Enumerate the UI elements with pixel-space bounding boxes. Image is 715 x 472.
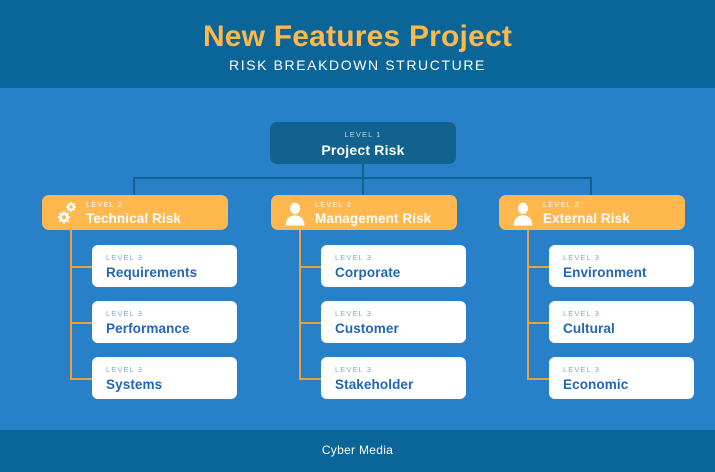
node-level1-project-risk[interactable]: LEVEL 1 Project Risk [270, 122, 456, 164]
connector-branch-drop-1 [133, 177, 135, 195]
node-title: Requirements [106, 265, 198, 280]
node-level3-customer[interactable]: LEVEL 3 Customer [321, 301, 466, 343]
page-title: New Features Project [202, 20, 513, 53]
connector-leaf-2-1 [299, 266, 321, 268]
node-title: Performance [106, 321, 190, 336]
node-level-label: LEVEL 3 [563, 253, 601, 262]
connector-leaf-3-3 [527, 378, 549, 380]
node-level3-stakeholder[interactable]: LEVEL 3 Stakeholder [321, 357, 466, 399]
node-level3-cultural[interactable]: LEVEL 3 Cultural [549, 301, 694, 343]
node-title: Economic [563, 377, 629, 392]
node-level3-environment[interactable]: LEVEL 3 Environment [549, 245, 694, 287]
node-level-label: LEVEL 3 [563, 309, 601, 318]
connector-leaf-2-3 [299, 378, 321, 380]
node-level3-corporate[interactable]: LEVEL 3 Corporate [321, 245, 466, 287]
node-level-label: LEVEL 3 [335, 253, 373, 262]
gears-icon [53, 200, 79, 226]
node-level3-systems[interactable]: LEVEL 3 Systems [92, 357, 237, 399]
node-level-label: LEVEL 3 [335, 309, 373, 318]
person-icon [510, 200, 536, 226]
node-title: Corporate [335, 265, 401, 280]
node-level-label: LEVEL 3 [106, 365, 144, 374]
connector-spine-3 [527, 230, 529, 380]
node-level3-performance[interactable]: LEVEL 3 Performance [92, 301, 237, 343]
node-title: Stakeholder [335, 377, 414, 392]
node-level-label: LEVEL 2 [543, 200, 581, 209]
node-level-label: LEVEL 3 [106, 309, 144, 318]
node-title: Systems [106, 377, 163, 392]
connector-leaf-1-3 [70, 378, 92, 380]
person-icon [282, 200, 308, 226]
node-level3-requirements[interactable]: LEVEL 3 Requirements [92, 245, 237, 287]
node-level-label: LEVEL 1 [344, 130, 382, 139]
node-title: Management Risk [315, 211, 432, 226]
node-level-label: LEVEL 3 [335, 365, 373, 374]
node-title: External Risk [543, 211, 630, 226]
node-title: Environment [563, 265, 647, 280]
connector-branch-drop-3 [590, 177, 592, 195]
header-banner: New Features Project RISK BREAKDOWN STRU… [0, 0, 715, 88]
footer-label: Cyber Media [321, 443, 394, 457]
node-level-label: LEVEL 3 [563, 365, 601, 374]
connector-leaf-3-1 [527, 266, 549, 268]
connector-branch-drop-2 [362, 177, 364, 195]
node-level-label: LEVEL 2 [86, 200, 124, 209]
node-level3-economic[interactable]: LEVEL 3 Economic [549, 357, 694, 399]
node-level-label: LEVEL 2 [315, 200, 353, 209]
node-title: Project Risk [321, 142, 405, 158]
node-title: Technical Risk [86, 211, 181, 226]
connector-leaf-2-2 [299, 322, 321, 324]
connector-leaf-1-2 [70, 322, 92, 324]
connector-leaf-3-2 [527, 322, 549, 324]
connector-spine-2 [299, 230, 301, 380]
footer-bar: Cyber Media [0, 430, 715, 472]
connector-leaf-1-1 [70, 266, 92, 268]
connector-root-stem [362, 164, 364, 178]
node-title: Cultural [563, 321, 615, 336]
node-level2-management-risk[interactable]: LEVEL 2 Management Risk [271, 195, 457, 230]
node-level-label: LEVEL 3 [106, 253, 144, 262]
node-level2-technical-risk[interactable]: LEVEL 2 Technical Risk [42, 195, 228, 230]
node-level2-external-risk[interactable]: LEVEL 2 External Risk [499, 195, 685, 230]
page-subtitle: RISK BREAKDOWN STRUCTURE [229, 57, 486, 73]
connector-spine-1 [70, 230, 72, 380]
node-title: Customer [335, 321, 399, 336]
